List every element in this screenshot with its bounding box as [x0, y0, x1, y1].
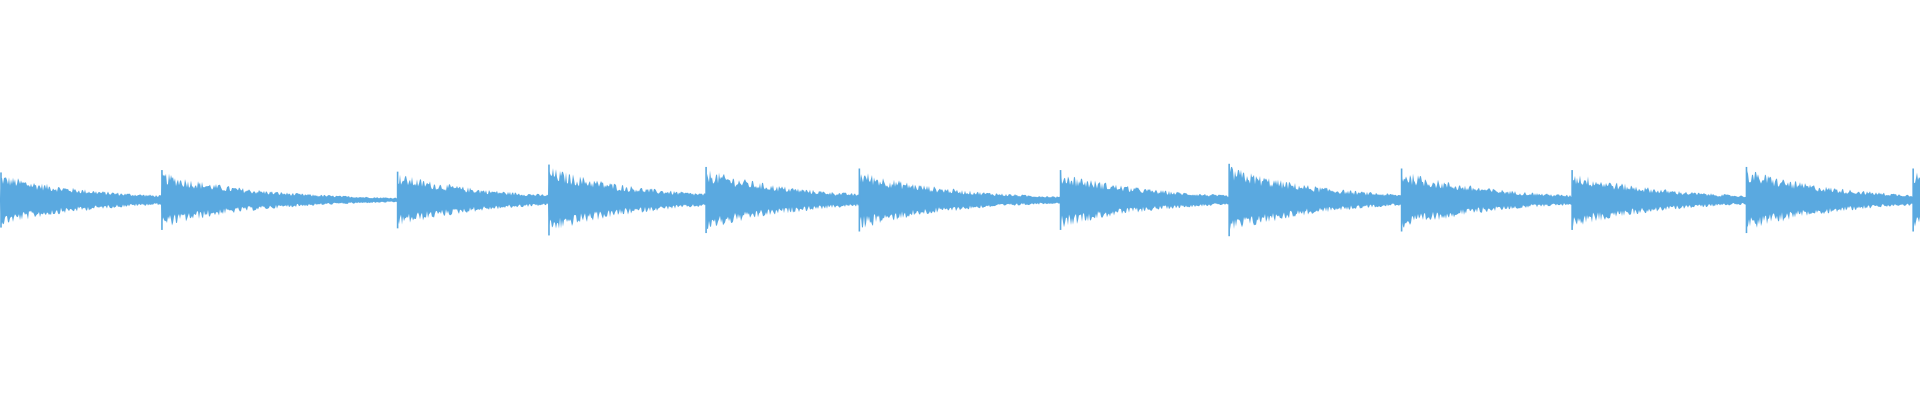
waveform-series [0, 163, 1920, 237]
waveform-envelope [0, 166, 1920, 232]
